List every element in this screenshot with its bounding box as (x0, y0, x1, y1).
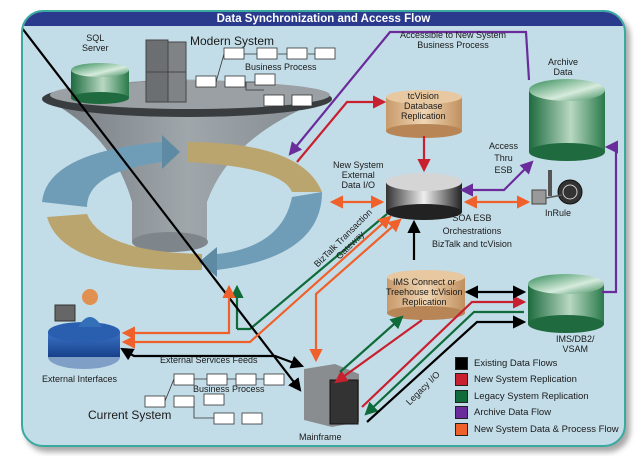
biztalk-gateway-line (309, 218, 402, 363)
new-system-io-label: New System External Data I/O (333, 160, 384, 190)
inrule-label: InRule (545, 208, 572, 218)
archive-flow-line (459, 160, 534, 197)
modern-business-process-label: Business Process (245, 62, 317, 72)
legend-item-legacy-replication: Legacy System Replication (455, 388, 619, 405)
legend-label: Legacy System Replication (474, 390, 589, 402)
external-interfaces-icon (48, 289, 120, 369)
modern-system-label: Modern System (190, 34, 275, 48)
legend-label: Archive Data Flow (474, 407, 552, 419)
legend-label: Existing Data Flows (474, 357, 558, 369)
diagram-title: Data Synchronization and Access Flow (23, 12, 624, 26)
archive-data-label: Archive Data (548, 57, 579, 77)
legend-label: New System Data & Process Flow (474, 423, 619, 435)
current-business-process-label: Business Process (193, 384, 265, 394)
legend-swatch (455, 406, 468, 420)
legend-swatch (455, 389, 468, 403)
mainframe-icon (304, 364, 359, 427)
access-thru-esb-label: Access Thru ESB (489, 141, 519, 175)
archive-data-cylinder (529, 79, 605, 161)
legacy-replication-line (364, 310, 524, 416)
legend: Existing Data Flows New System Replicati… (455, 355, 619, 438)
new-replication-line (296, 95, 387, 163)
accessible-note-label: Accessible to New System Business Proces… (400, 30, 507, 50)
sql-server-label: SQL Server (82, 33, 109, 53)
flow-lines (23, 12, 618, 423)
legend-swatch (455, 373, 468, 387)
diagram-frame: Data Synchronization and Access Flow (21, 10, 626, 447)
tcvision-db-label: tcVision Database Replication (401, 91, 446, 121)
legend-item-existing: Existing Data Flows (455, 355, 619, 372)
new-process-line (121, 284, 236, 340)
legend-swatch (455, 356, 468, 370)
ims-db2-vsam-cylinder (528, 274, 604, 333)
ims-db2-label: IMS/DB2/ VSAM (556, 334, 595, 354)
legend-item-new-replication: New System Replication (455, 372, 619, 389)
external-feeds-label: External Services Feeds (160, 355, 258, 365)
new-replication-line (361, 295, 527, 408)
diagram-canvas (23, 12, 618, 427)
archive-flow-line (288, 30, 531, 156)
legend-label: New System Replication (474, 374, 577, 386)
legend-swatch (455, 422, 468, 436)
inrule-icon (531, 170, 583, 205)
legend-item-new-process: New System Data & Process Flow (455, 421, 619, 438)
current-system-label: Current System (88, 408, 172, 422)
legend-item-archive: Archive Data Flow (455, 405, 619, 422)
legacy-replication-line (339, 315, 404, 373)
existing-flow-line (366, 315, 527, 423)
external-interfaces-label: External Interfaces (42, 374, 118, 384)
mainframe-label: Mainframe (299, 432, 342, 442)
tcvision-database-cylinder (386, 90, 462, 138)
archive-flow-line (602, 140, 618, 294)
soa-esb-cylinder (386, 173, 462, 220)
sql-server-cylinder (71, 63, 129, 104)
server-rack-icon (145, 39, 187, 103)
ims-connect-label: IMS Connect or Treehouse tcVision Replic… (386, 277, 463, 307)
soa-esb-label: SOA ESB Orchestrations BizTalk and tcVis… (432, 213, 512, 249)
